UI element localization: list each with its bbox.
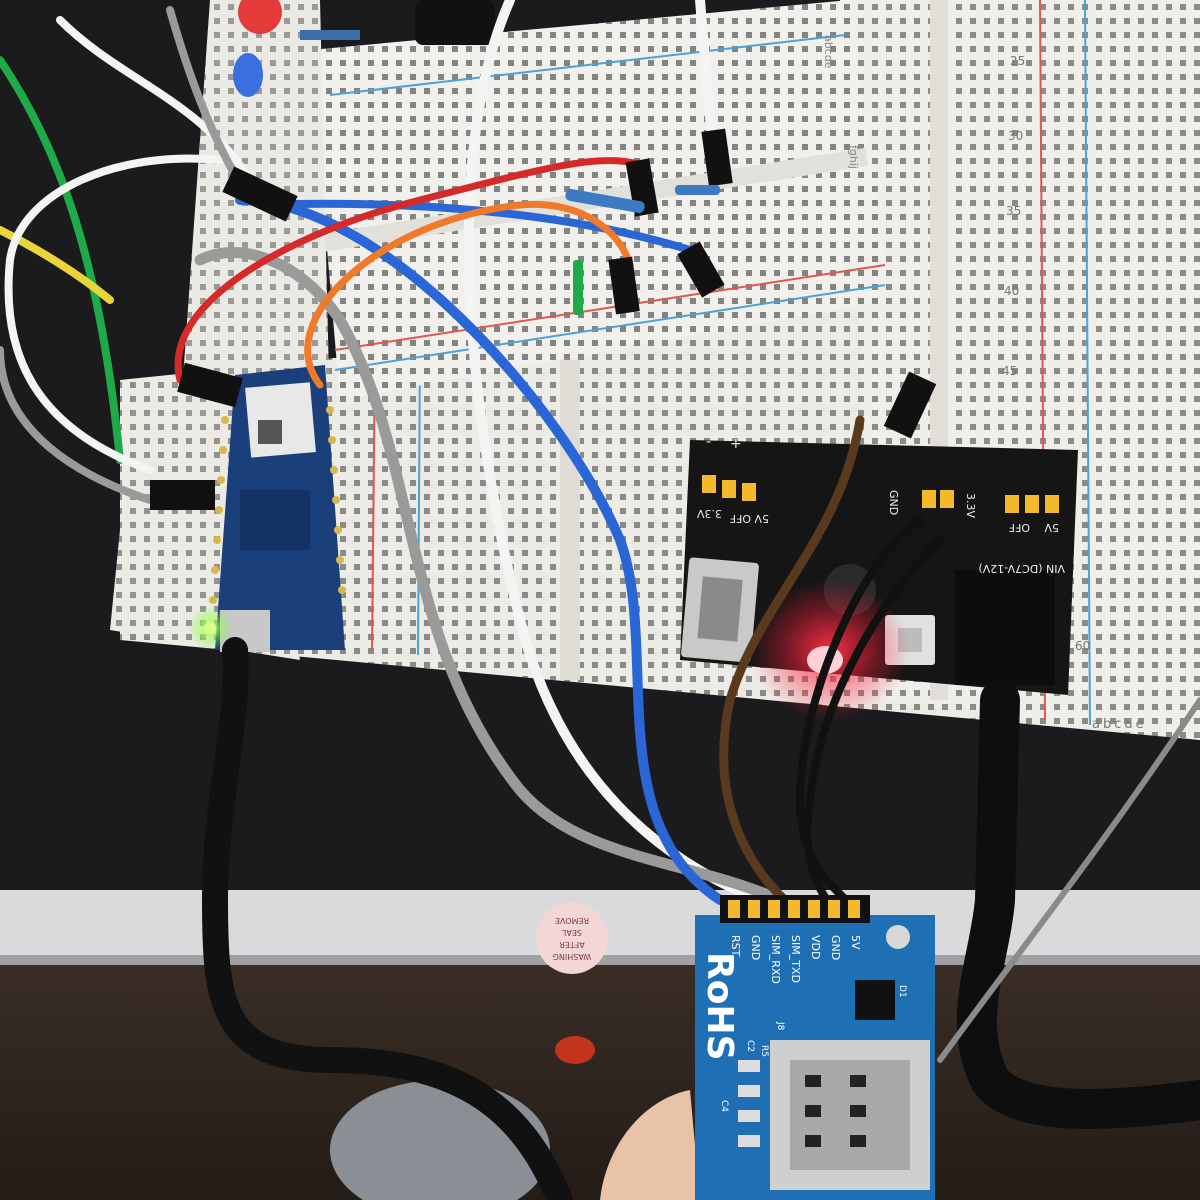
jumper-wires (0, 0, 1200, 1063)
row-number: 35 (1006, 204, 1021, 218)
ref-label: C2 (745, 1040, 755, 1052)
row-number: 25 (1010, 54, 1025, 68)
usb-cable-black (201, 637, 573, 1200)
ref-label: R5 (759, 1045, 769, 1057)
wire-green (0, 56, 124, 464)
wire-white-top (695, 0, 717, 140)
red-led (238, 0, 282, 34)
label-off: OFF (730, 512, 751, 525)
wire-orange (304, 200, 634, 389)
pin-label-gnd-2: GND (829, 935, 842, 960)
row-number: 60 (1075, 639, 1090, 653)
floor-red-light (555, 1036, 595, 1064)
blue-led (233, 53, 263, 97)
sim800l-module: RST GND SIM_RXD SIM_TXD VDD GND 5V RoHS … (695, 895, 935, 1200)
label-plus: + (730, 436, 742, 452)
pin-label-vdd: VDD (809, 935, 822, 959)
wire-brown (719, 415, 865, 910)
wire-white-left2 (4, 154, 224, 474)
wire-white-left1 (56, 16, 254, 184)
pin-label-5v: 5V (849, 935, 862, 950)
resistor (300, 30, 360, 40)
wire-blue (235, 195, 725, 905)
wire-white-long (463, 0, 765, 905)
sticker-line: WASHING (553, 952, 592, 961)
label-5v-right: 5V (1044, 521, 1059, 534)
ref-label: C4 (719, 1100, 729, 1112)
row-number: 30 (1008, 129, 1023, 143)
wire-red (174, 157, 644, 384)
pin-label-sim-rxd: SIM_RXD (769, 935, 782, 984)
column-letters: abcde (822, 35, 835, 69)
label-vin: VIN (DC7V-12V) (978, 562, 1065, 575)
column-letters: fghij (847, 145, 860, 169)
ref-label: D1 (897, 985, 907, 998)
sticker-line: SEAL (561, 928, 582, 937)
wire-gray-big (194, 247, 786, 906)
pin-label-gnd: GND (749, 935, 762, 960)
column-letters: abcde (1092, 717, 1147, 732)
remove-seal-sticker: REMOVE SEAL AFTER WASHING (536, 902, 608, 974)
resistors (565, 185, 720, 315)
label-3v3-right: 3.3V (964, 493, 977, 518)
wire-black-1 (803, 536, 944, 909)
buzzer (415, 0, 495, 45)
label-off-right: OFF (1009, 521, 1030, 534)
label-gnd: GND (887, 490, 900, 515)
wire-gray-left2 (166, 6, 239, 179)
sticker-line: AFTER (559, 940, 585, 949)
barrel-plug-cable (956, 680, 1200, 1129)
pin-label-sim-txd: SIM_TXD (789, 935, 802, 983)
wire-black-2 (795, 516, 924, 909)
pin-label-rst: RST (729, 935, 742, 957)
rohs-logo: RoHS (699, 952, 740, 1061)
row-number: 45 (1002, 364, 1017, 378)
wire-gray-left1 (0, 346, 154, 504)
label-3v3: 3.3V (697, 507, 722, 520)
hand (600, 1090, 700, 1200)
barrel-jack-icon (955, 570, 1055, 685)
label-minus: - (706, 434, 711, 450)
label-5v: 5V (754, 512, 769, 525)
ref-label: J8 (775, 1021, 785, 1031)
row-number: 40 (1004, 284, 1019, 298)
sticker-line: REMOVE (555, 916, 589, 925)
wire-gray-right (937, 697, 1200, 1063)
